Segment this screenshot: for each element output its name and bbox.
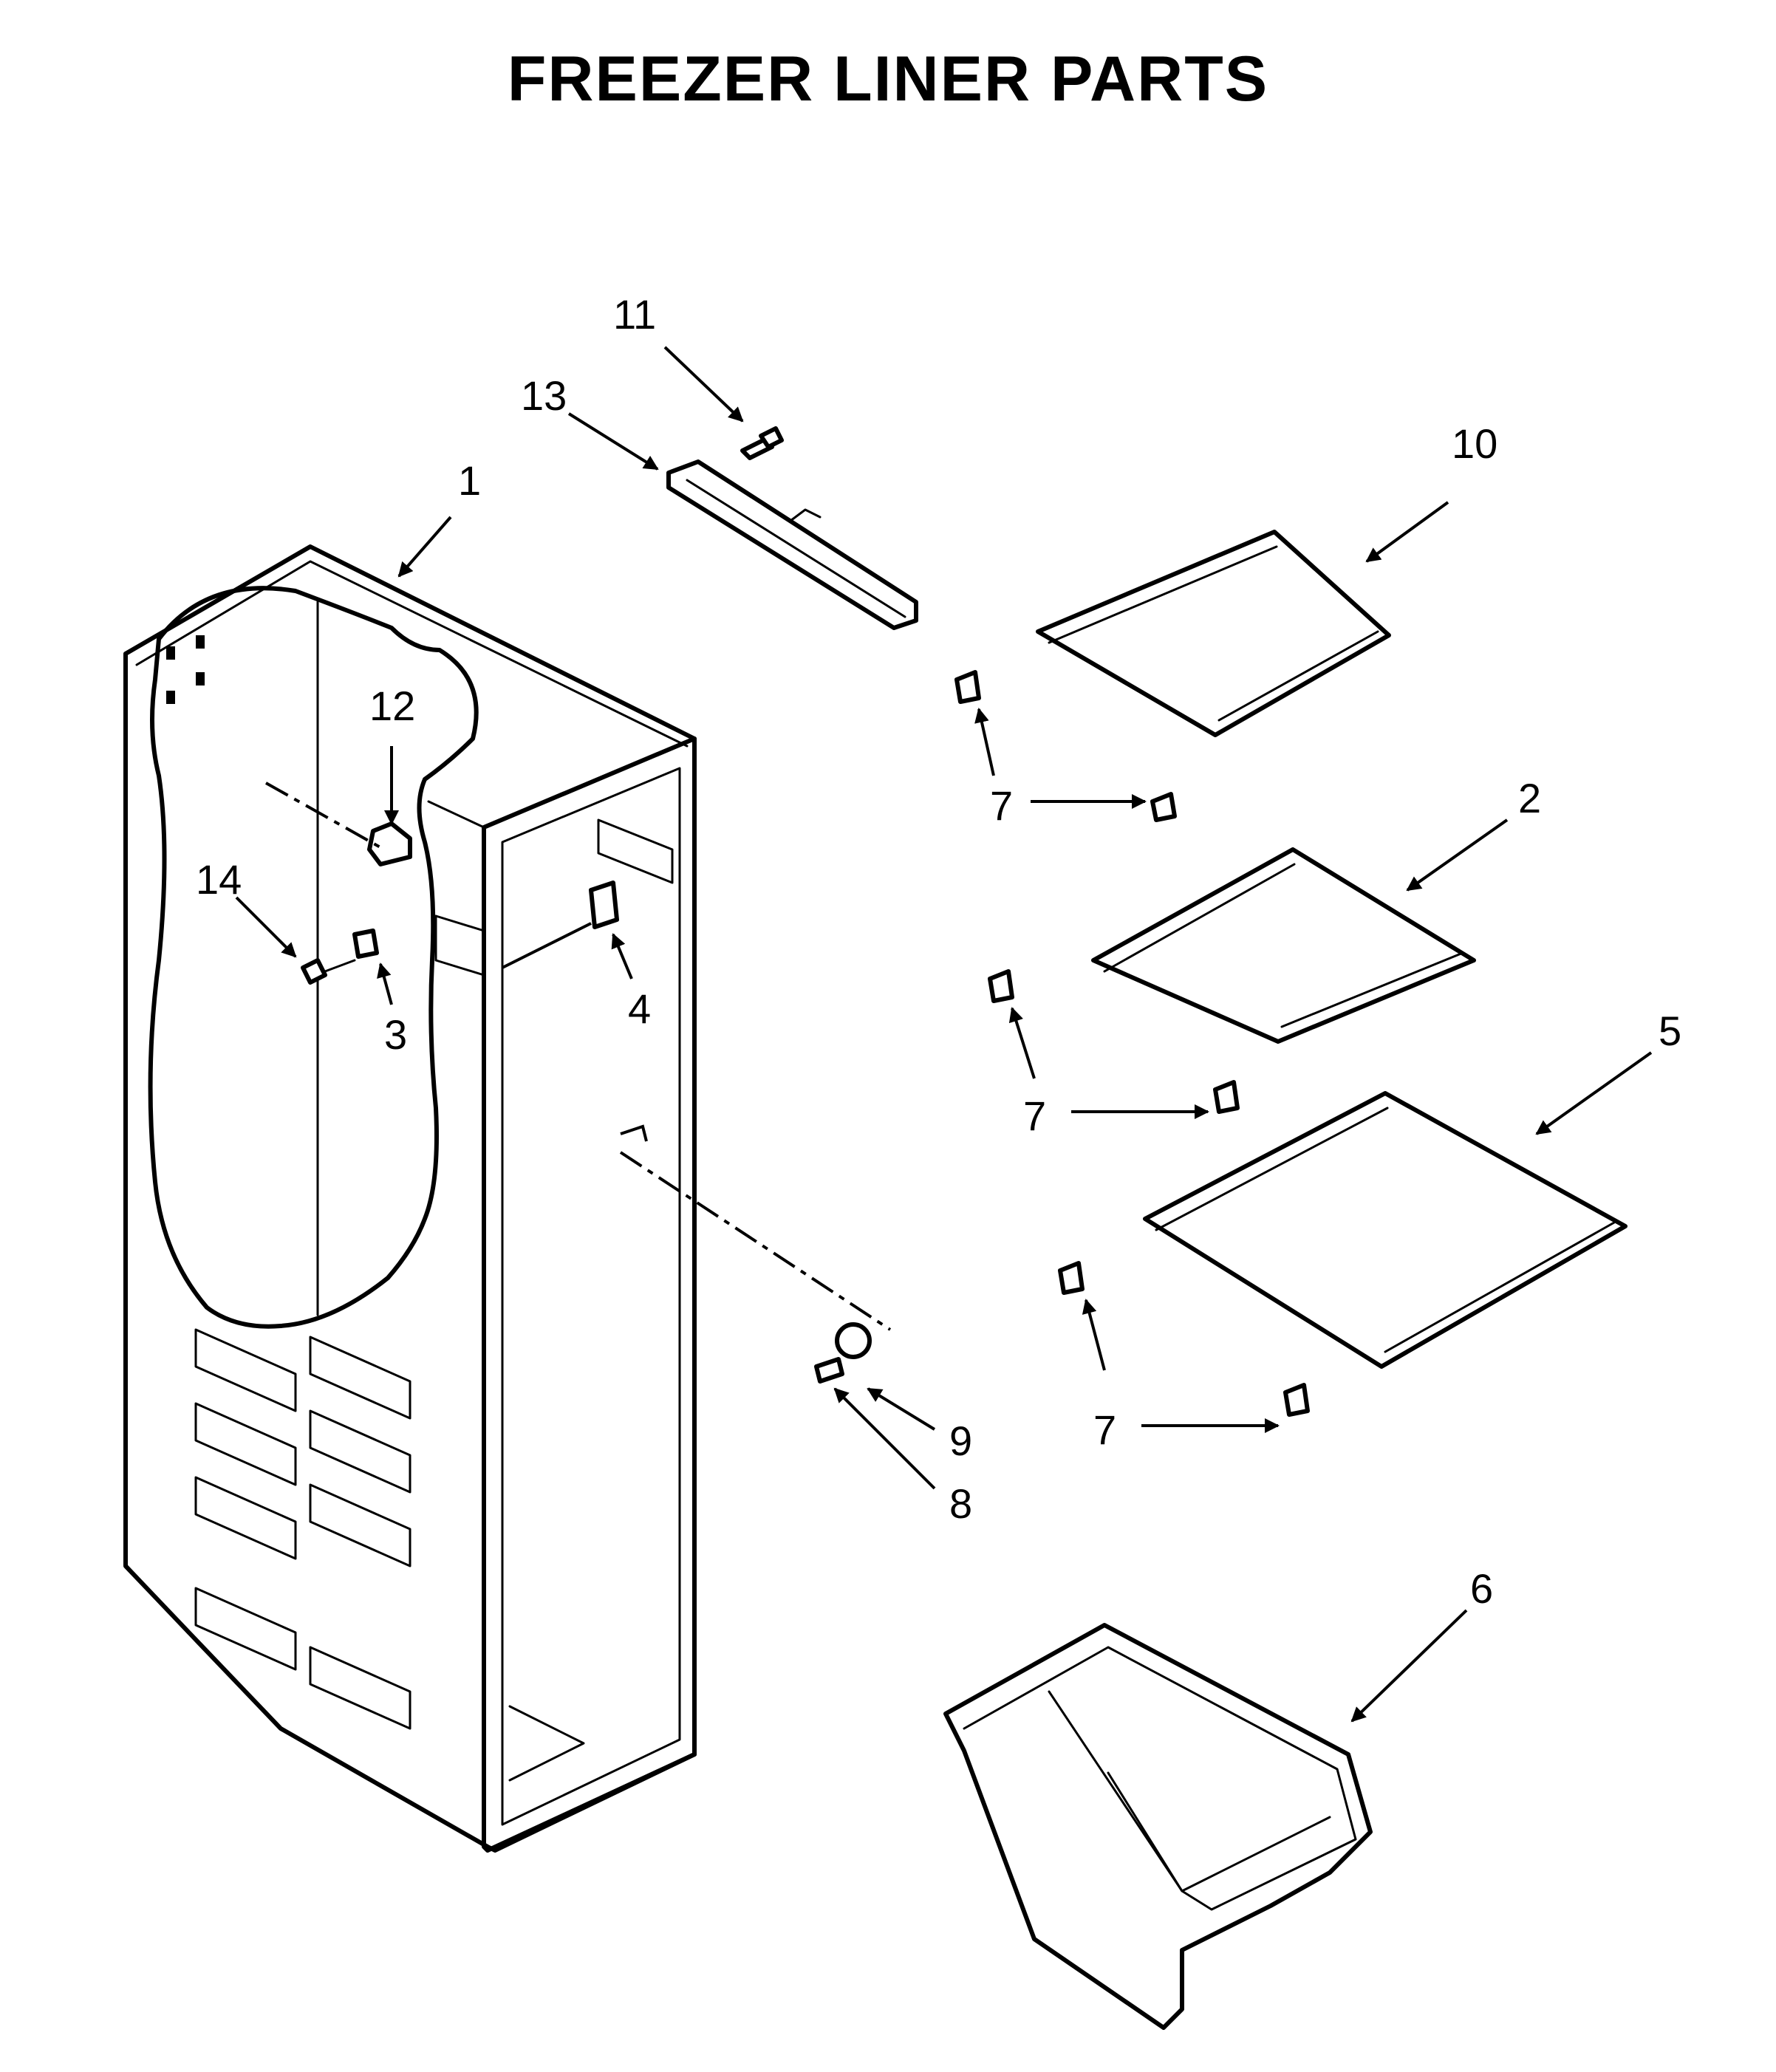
shelf-icon — [1036, 530, 1391, 737]
callout-4: 4 — [628, 985, 651, 1032]
liner-icon — [123, 544, 697, 1853]
rail-icon — [666, 459, 918, 630]
callout-6: 6 — [1470, 1565, 1493, 1612]
callout-7a: 7 — [990, 782, 1013, 829]
callout-12: 12 — [369, 683, 415, 729]
screw-icon — [301, 958, 356, 985]
callout-2: 2 — [1518, 775, 1541, 821]
shelf-icon — [1091, 847, 1476, 1044]
callout-9: 9 — [949, 1418, 972, 1464]
screw-icon — [814, 1322, 872, 1384]
callout-1: 1 — [458, 457, 481, 504]
shelf-support-icon — [954, 670, 1310, 1417]
callout-11: 11 — [613, 291, 656, 338]
callout-7c: 7 — [1093, 1406, 1116, 1453]
callout-10: 10 — [1452, 420, 1497, 467]
shelf-icon — [1143, 1091, 1628, 1369]
callout-3: 3 — [384, 1011, 407, 1058]
callout-13: 13 — [521, 372, 567, 419]
callout-7b: 7 — [1023, 1093, 1046, 1139]
page-title: FREEZER LINER PARTS — [507, 44, 1269, 114]
clip-icon — [352, 929, 379, 959]
callout-8: 8 — [949, 1480, 972, 1527]
callout-14: 14 — [196, 856, 242, 903]
bin-icon — [943, 1623, 1373, 2030]
clip-icon — [589, 881, 619, 929]
callout-5: 5 — [1659, 1008, 1681, 1054]
screw-icon — [740, 426, 784, 460]
